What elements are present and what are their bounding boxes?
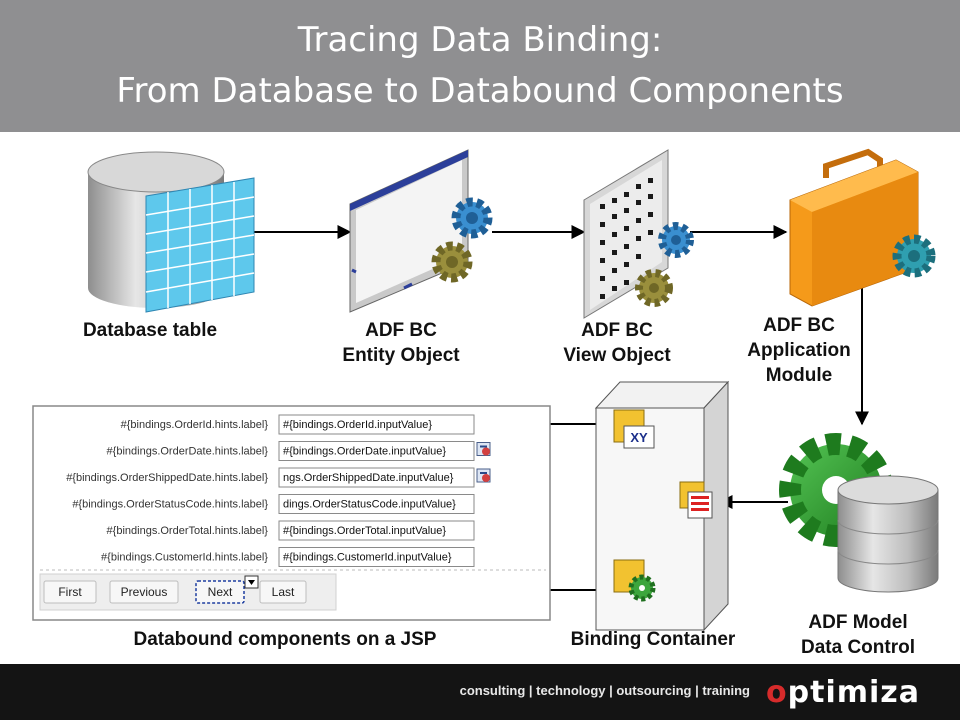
label-jsp: Databound components on a JSP xyxy=(134,629,437,650)
field-input[interactable] xyxy=(278,414,475,435)
date-picker-icon[interactable] xyxy=(476,442,491,456)
olive-gear-icon xyxy=(431,241,473,283)
field-input[interactable] xyxy=(278,494,475,514)
view-object-icon xyxy=(583,149,694,319)
binding-container-icon: XY xyxy=(594,380,730,632)
slide-title-line-2: From Database to Databound Components xyxy=(116,71,844,111)
field-label: #{bindings.OrderStatusCode.hints.label} xyxy=(72,499,268,511)
action-binding-icon xyxy=(613,559,656,602)
field-input-value: #{bindings.OrderId.inputValue} xyxy=(283,419,432,431)
data-control-icon xyxy=(779,433,939,593)
field-input[interactable] xyxy=(278,467,475,488)
briefcase-icon xyxy=(789,148,936,307)
field-input-value: #{bindings.OrderTotal.inputValue} xyxy=(283,525,446,537)
optimiza-logo: optimiza xyxy=(766,675,920,710)
olive-gear-icon xyxy=(635,269,673,307)
field-input-value: dings.OrderStatusCode.inputValue} xyxy=(283,499,456,511)
field-input-value: #{bindings.CustomerId.inputValue} xyxy=(283,552,452,564)
nav-button-label: First xyxy=(58,585,82,599)
slide-title-line-1: Tracing Data Binding: xyxy=(297,20,663,60)
jsp-form-panel: #{bindings.OrderId.hints.label} #{binding… xyxy=(32,405,551,621)
field-label: #{bindings.OrderId.hints.label} xyxy=(121,419,269,431)
nav-button-label: Previous xyxy=(121,585,168,599)
field-label: #{bindings.OrderDate.hints.label} xyxy=(107,446,269,458)
field-input[interactable] xyxy=(278,520,475,541)
field-input-value: ngs.OrderShippedDate.inputValue} xyxy=(283,472,454,484)
label-database-table: Database table xyxy=(83,320,217,341)
dropdown-arrow-icon[interactable] xyxy=(244,575,259,589)
blue-gear-icon xyxy=(658,222,694,258)
field-input-value: #{bindings.OrderDate.inputValue} xyxy=(283,446,446,458)
slide-header: Tracing Data Binding: From Database to D… xyxy=(0,0,960,132)
field-label: #{bindings.OrderShippedDate.hints.label} xyxy=(66,472,268,484)
database-table-icon xyxy=(87,151,255,313)
data-binding-diagram: XY #{bindings.OrderId.hints.label}#{bind… xyxy=(32,148,939,658)
nav-button-next[interactable] xyxy=(195,580,245,604)
slide-footer xyxy=(0,664,960,720)
date-picker-icon[interactable] xyxy=(476,468,491,483)
field-label: #{bindings.CustomerId.hints.label} xyxy=(101,552,268,564)
field-label: #{bindings.OrderTotal.hints.label} xyxy=(107,525,269,537)
nav-button-label: Last xyxy=(272,585,295,599)
nav-button-last[interactable] xyxy=(259,580,307,604)
nav-button-previous[interactable] xyxy=(109,580,179,604)
label-binding-container: Binding Container xyxy=(571,629,736,650)
entity-object-icon xyxy=(349,149,493,313)
svg-text:XY: XY xyxy=(630,430,648,445)
field-input[interactable] xyxy=(278,441,475,461)
teal-gear-icon xyxy=(892,234,936,278)
iterator-icon xyxy=(679,481,713,519)
field-input[interactable] xyxy=(278,547,475,567)
xy-data-icon: XY xyxy=(613,409,655,449)
footer-tagline: consulting | technology | outsourcing | … xyxy=(459,683,750,698)
nav-button-first[interactable] xyxy=(43,580,97,604)
blue-gear-icon xyxy=(451,197,493,239)
nav-button-label: Next xyxy=(208,585,233,599)
